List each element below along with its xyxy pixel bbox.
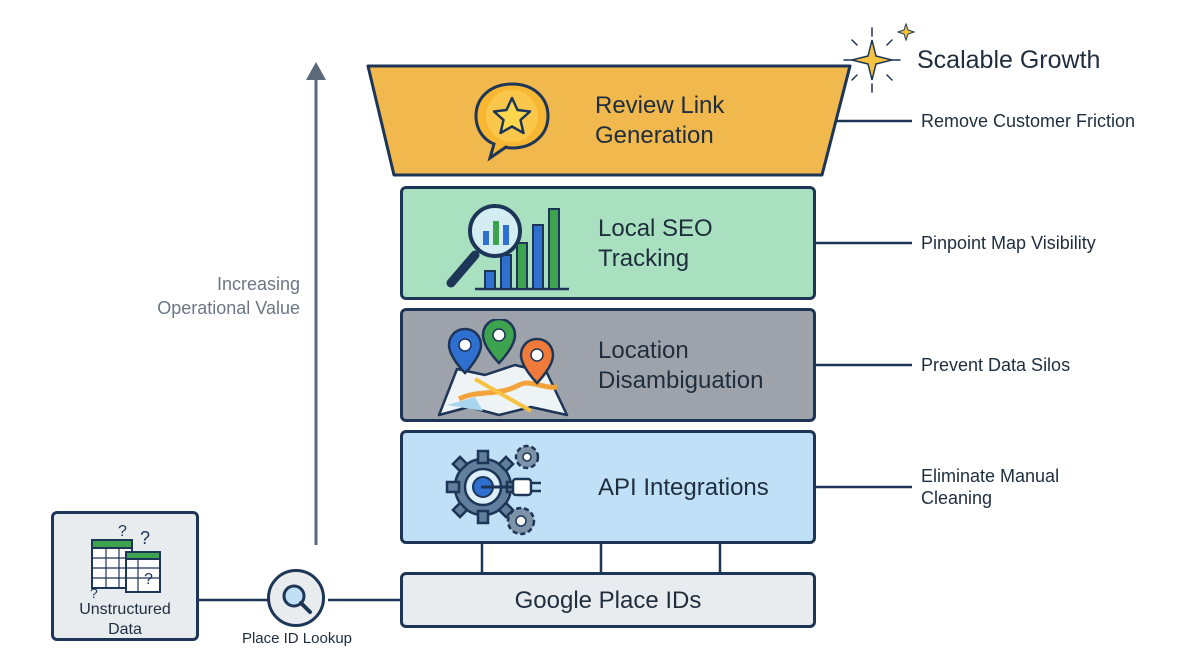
value-axis-arrowhead [306, 62, 326, 80]
base-title: Google Place IDs [514, 587, 702, 614]
svg-text:?: ? [144, 571, 153, 588]
place-id-lookup-button[interactable] [267, 569, 325, 627]
gears-plug-icon [445, 444, 541, 536]
tier-api-title: API Integrations [598, 474, 769, 501]
benefit-prevent-data-silos: Prevent Data Silos [921, 355, 1071, 375]
magnifier-bar-chart-icon [446, 204, 569, 291]
tier-review-link-generation[interactable]: Review Link Generation [400, 66, 816, 175]
tier-location-disambiguation[interactable]: Location Disambiguation [400, 308, 816, 422]
star-speech-bubble-icon [474, 82, 550, 162]
tier-location-title-line1: Location [598, 337, 689, 364]
tier-seo-title-line2: Tracking [598, 245, 690, 272]
svg-text:?: ? [118, 523, 127, 540]
scalable-growth-label: Scalable Growth [917, 46, 1101, 74]
svg-text:?: ? [90, 585, 98, 598]
sparkle-icon [843, 22, 916, 93]
tier-seo-title-line1: Local SEO [598, 215, 713, 242]
tier-location-title-line2: Disambiguation [598, 367, 764, 394]
tier-local-seo-tracking[interactable]: Local SEO Tracking [400, 186, 816, 300]
value-axis-label-line1: Increasing [216, 274, 300, 294]
spreadsheet-question-icon: ? ? ? ? [90, 523, 161, 598]
tier-review-title-line1: Review Link [595, 92, 725, 119]
tier-location-title: Location Disambiguation [598, 336, 763, 396]
tier-review-title: Review Link Generation [595, 91, 724, 151]
map-pins-icon [437, 319, 569, 417]
svg-text:?: ? [140, 528, 150, 548]
value-axis-label: Increasing Operational Value [100, 272, 300, 320]
benefit-eliminate-line1: Eliminate Manual [921, 466, 1060, 486]
base-google-place-ids[interactable]: Google Place IDs [400, 572, 816, 628]
benefit-eliminate-line2: Cleaning [921, 488, 993, 508]
benefit-remove-customer-friction: Remove Customer Friction [921, 111, 1136, 131]
benefit-eliminate-manual-cleaning: Eliminate Manual Cleaning [921, 465, 1059, 509]
unstructured-data-box[interactable]: ? ? ? ? Unstructured Data [51, 511, 199, 641]
benefit-pinpoint-map-visibility: Pinpoint Map Visibility [921, 233, 1096, 253]
place-id-lookup-label: Place ID Lookup [241, 630, 353, 647]
unstructured-data-line1: Unstructured [79, 601, 171, 618]
unstructured-data-line2: Data [108, 621, 142, 638]
value-axis-label-line2: Operational Value [157, 298, 300, 318]
magnifier-icon [282, 584, 312, 614]
tier-seo-title: Local SEO Tracking [598, 214, 713, 274]
tier-api-integrations[interactable]: API Integrations [400, 430, 816, 544]
unstructured-data-label: Unstructured Data [54, 600, 196, 640]
tier-review-title-line2: Generation [595, 122, 714, 149]
